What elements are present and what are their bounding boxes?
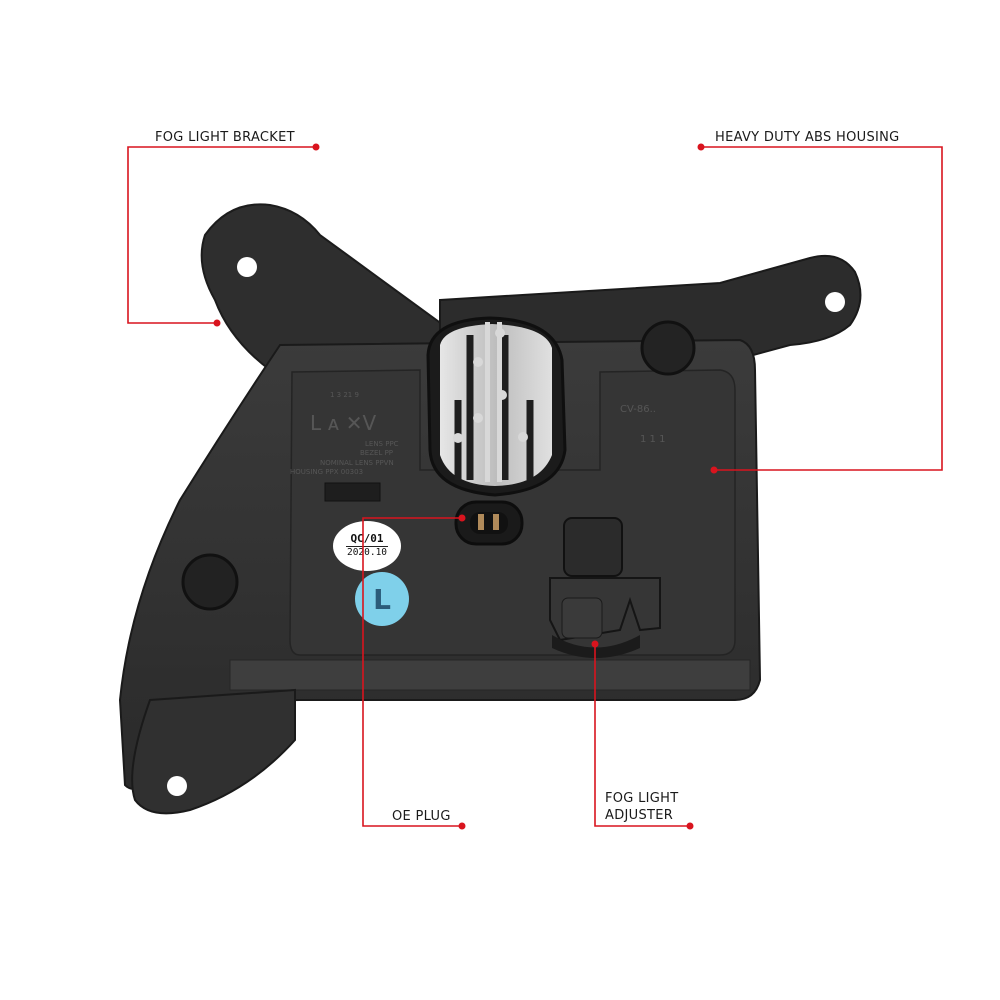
side-indicator-sticker: L — [355, 572, 409, 626]
svg-text:CV-86..: CV-86.. — [620, 404, 656, 415]
svg-text:1 1 1: 1 1 1 — [640, 434, 665, 445]
callout-dot — [458, 822, 466, 830]
label-fog-light-bracket: FOG LIGHT BRACKET — [155, 130, 295, 145]
callout-dot — [213, 319, 221, 327]
latch — [324, 482, 381, 502]
svg-text:L ᴀ ✕V: L ᴀ ✕V — [310, 411, 376, 435]
qc-sticker-date: 2020.10 — [346, 547, 388, 558]
svg-text:NOMINAL LENS PPVN: NOMINAL LENS PPVN — [320, 459, 394, 467]
callout-line-adjuster — [594, 644, 690, 827]
callout-dot — [591, 640, 599, 648]
rubber-cap-right — [640, 320, 696, 376]
callout-dot — [710, 466, 718, 474]
callout-line-bracket — [127, 146, 316, 324]
callout-dot — [686, 822, 694, 830]
svg-text:LENS PPC: LENS PPC — [365, 440, 399, 448]
callout-dot — [458, 514, 466, 522]
callout-line-oe-plug — [362, 517, 462, 827]
svg-text:1 3 21 9: 1 3 21 9 — [330, 391, 359, 399]
mount-hole-upper-right — [825, 292, 845, 312]
callout-dot — [697, 143, 705, 151]
label-oe-plug: OE PLUG — [392, 809, 451, 824]
housing-lower-lip — [229, 659, 751, 691]
mount-hole-lower-left — [167, 776, 187, 796]
fog-light-adjuster-part — [549, 517, 661, 658]
side-letter: L — [373, 582, 391, 616]
mount-hole-upper-left — [237, 257, 257, 277]
label-fog-light-adjuster-line2: ADJUSTER — [605, 808, 674, 823]
callout-line-housing — [701, 146, 943, 471]
svg-text:HOUSING PPX 00303: HOUSING PPX 00303 — [290, 468, 363, 476]
embossed-markings: 1 3 21 9 L ᴀ ✕V LENS PPC BEZEL PP NOMINA… — [290, 391, 665, 476]
callout-dot — [312, 143, 320, 151]
label-fog-light-adjuster-line1: FOG LIGHT — [605, 791, 679, 806]
qc-sticker: QC/01 2020.10 — [333, 521, 401, 571]
label-heavy-duty-abs-housing: HEAVY DUTY ABS HOUSING — [715, 130, 900, 145]
qc-sticker-code: QC/01 — [346, 533, 388, 547]
svg-text:BEZEL PP: BEZEL PP — [360, 449, 393, 457]
heat-sink-pins — [453, 322, 528, 482]
rubber-cap-left — [181, 553, 239, 611]
